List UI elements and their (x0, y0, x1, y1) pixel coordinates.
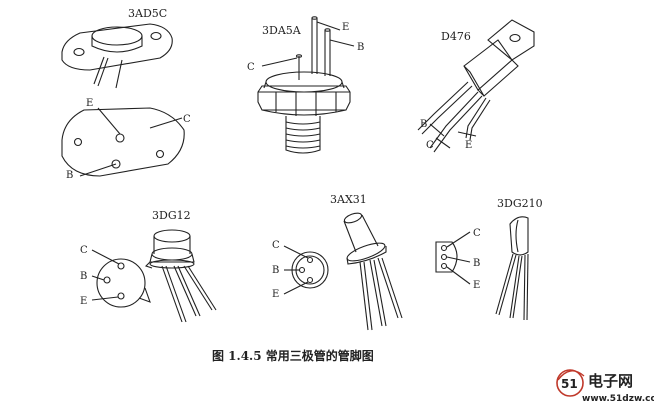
pin-label-3ad5c-b: B (66, 170, 73, 181)
transistor-3ax31: 3AX31 C B E (272, 193, 403, 331)
transistor-3da5a: 3DA5A E B C (247, 16, 364, 154)
pin-label-3da5a-b: B (357, 42, 364, 53)
transistor-3dg210: 3DG210 C B E (435, 197, 543, 321)
pin-label-d476-e: E (465, 140, 472, 151)
watermark-logo: 51 (556, 369, 585, 397)
pin-label-d476-c: C (426, 140, 434, 151)
pin-label-3dg12-c: C (80, 245, 88, 256)
transistor-3dg12-body (144, 229, 217, 323)
transistor-3ad5c: 3AD5C E C B (61, 7, 191, 181)
transistor-d476: D476 B C E (417, 19, 535, 153)
pin-label-3dg12-b: B (80, 271, 87, 282)
watermark-logo-text: 51 (561, 377, 578, 391)
pin-label-3da5a-c: C (247, 62, 255, 73)
pin-label-3ax31-e: E (272, 289, 279, 300)
transistor-3ad5c-body (61, 23, 173, 89)
transistor-3dg12-name: 3DG12 (152, 209, 191, 222)
transistor-3da5a-name: 3DA5A (262, 24, 302, 37)
pin-label-3dg12-e: E (80, 296, 87, 307)
pin-label-d476-b: B (420, 119, 427, 130)
site-watermark: 51 电子网 www.51dzw.com (556, 369, 654, 404)
pin-label-3dg210-c: C (473, 228, 481, 239)
figure-caption: 图 1.4.5 常用三极管的管脚图 (212, 348, 374, 363)
pin-label-3ax31-c: C (272, 240, 280, 251)
pin-label-3ad5c-e: E (86, 98, 93, 109)
transistor-d476-name: D476 (441, 30, 471, 43)
transistor-3dg210-name: 3DG210 (497, 197, 543, 210)
transistor-3ad5c-name: 3AD5C (128, 7, 167, 20)
pin-label-3ad5c-c: C (183, 114, 191, 125)
watermark-url: www.51dzw.com (582, 394, 654, 404)
transistor-3dg210-body (495, 216, 529, 321)
transistor-3ad5c-pinout: E C B (61, 98, 191, 181)
transistor-3dg12: 3DG12 C B E (80, 209, 217, 323)
transistor-3ax31-name: 3AX31 (330, 193, 367, 206)
pin-label-3dg210-b: B (473, 258, 480, 269)
pin-label-3dg210-e: E (473, 280, 480, 291)
pin-label-3da5a-e: E (342, 22, 349, 33)
transistor-3dg210-pinout: C B E (435, 228, 481, 291)
watermark-brand: 电子网 (588, 372, 633, 390)
transistor-3dg12-pinout: C B E (80, 245, 151, 308)
pin-label-3ax31-b: B (272, 265, 279, 276)
transistor-3ax31-pinout: C B E (272, 240, 329, 300)
transistor-3ax31-body (343, 212, 403, 331)
